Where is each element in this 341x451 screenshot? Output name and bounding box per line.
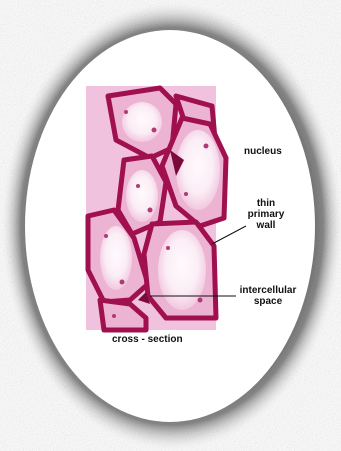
label-intercellular-space: intercellular space bbox=[236, 285, 300, 307]
label-thin-line-3: wall bbox=[246, 220, 286, 231]
label-intercellular-line-1: intercellular bbox=[236, 285, 300, 296]
label-thin-primary-wall: thin primary wall bbox=[246, 198, 286, 231]
label-nucleus: nucleus bbox=[244, 146, 282, 157]
cell-nucleus bbox=[152, 128, 157, 133]
label-thin-line-2: primary bbox=[246, 209, 286, 220]
tissue-block bbox=[86, 86, 226, 330]
label-intercellular-line-2: space bbox=[236, 296, 300, 307]
label-thin-line-1: thin bbox=[246, 198, 286, 209]
label-cross-section: cross - section bbox=[112, 334, 183, 345]
